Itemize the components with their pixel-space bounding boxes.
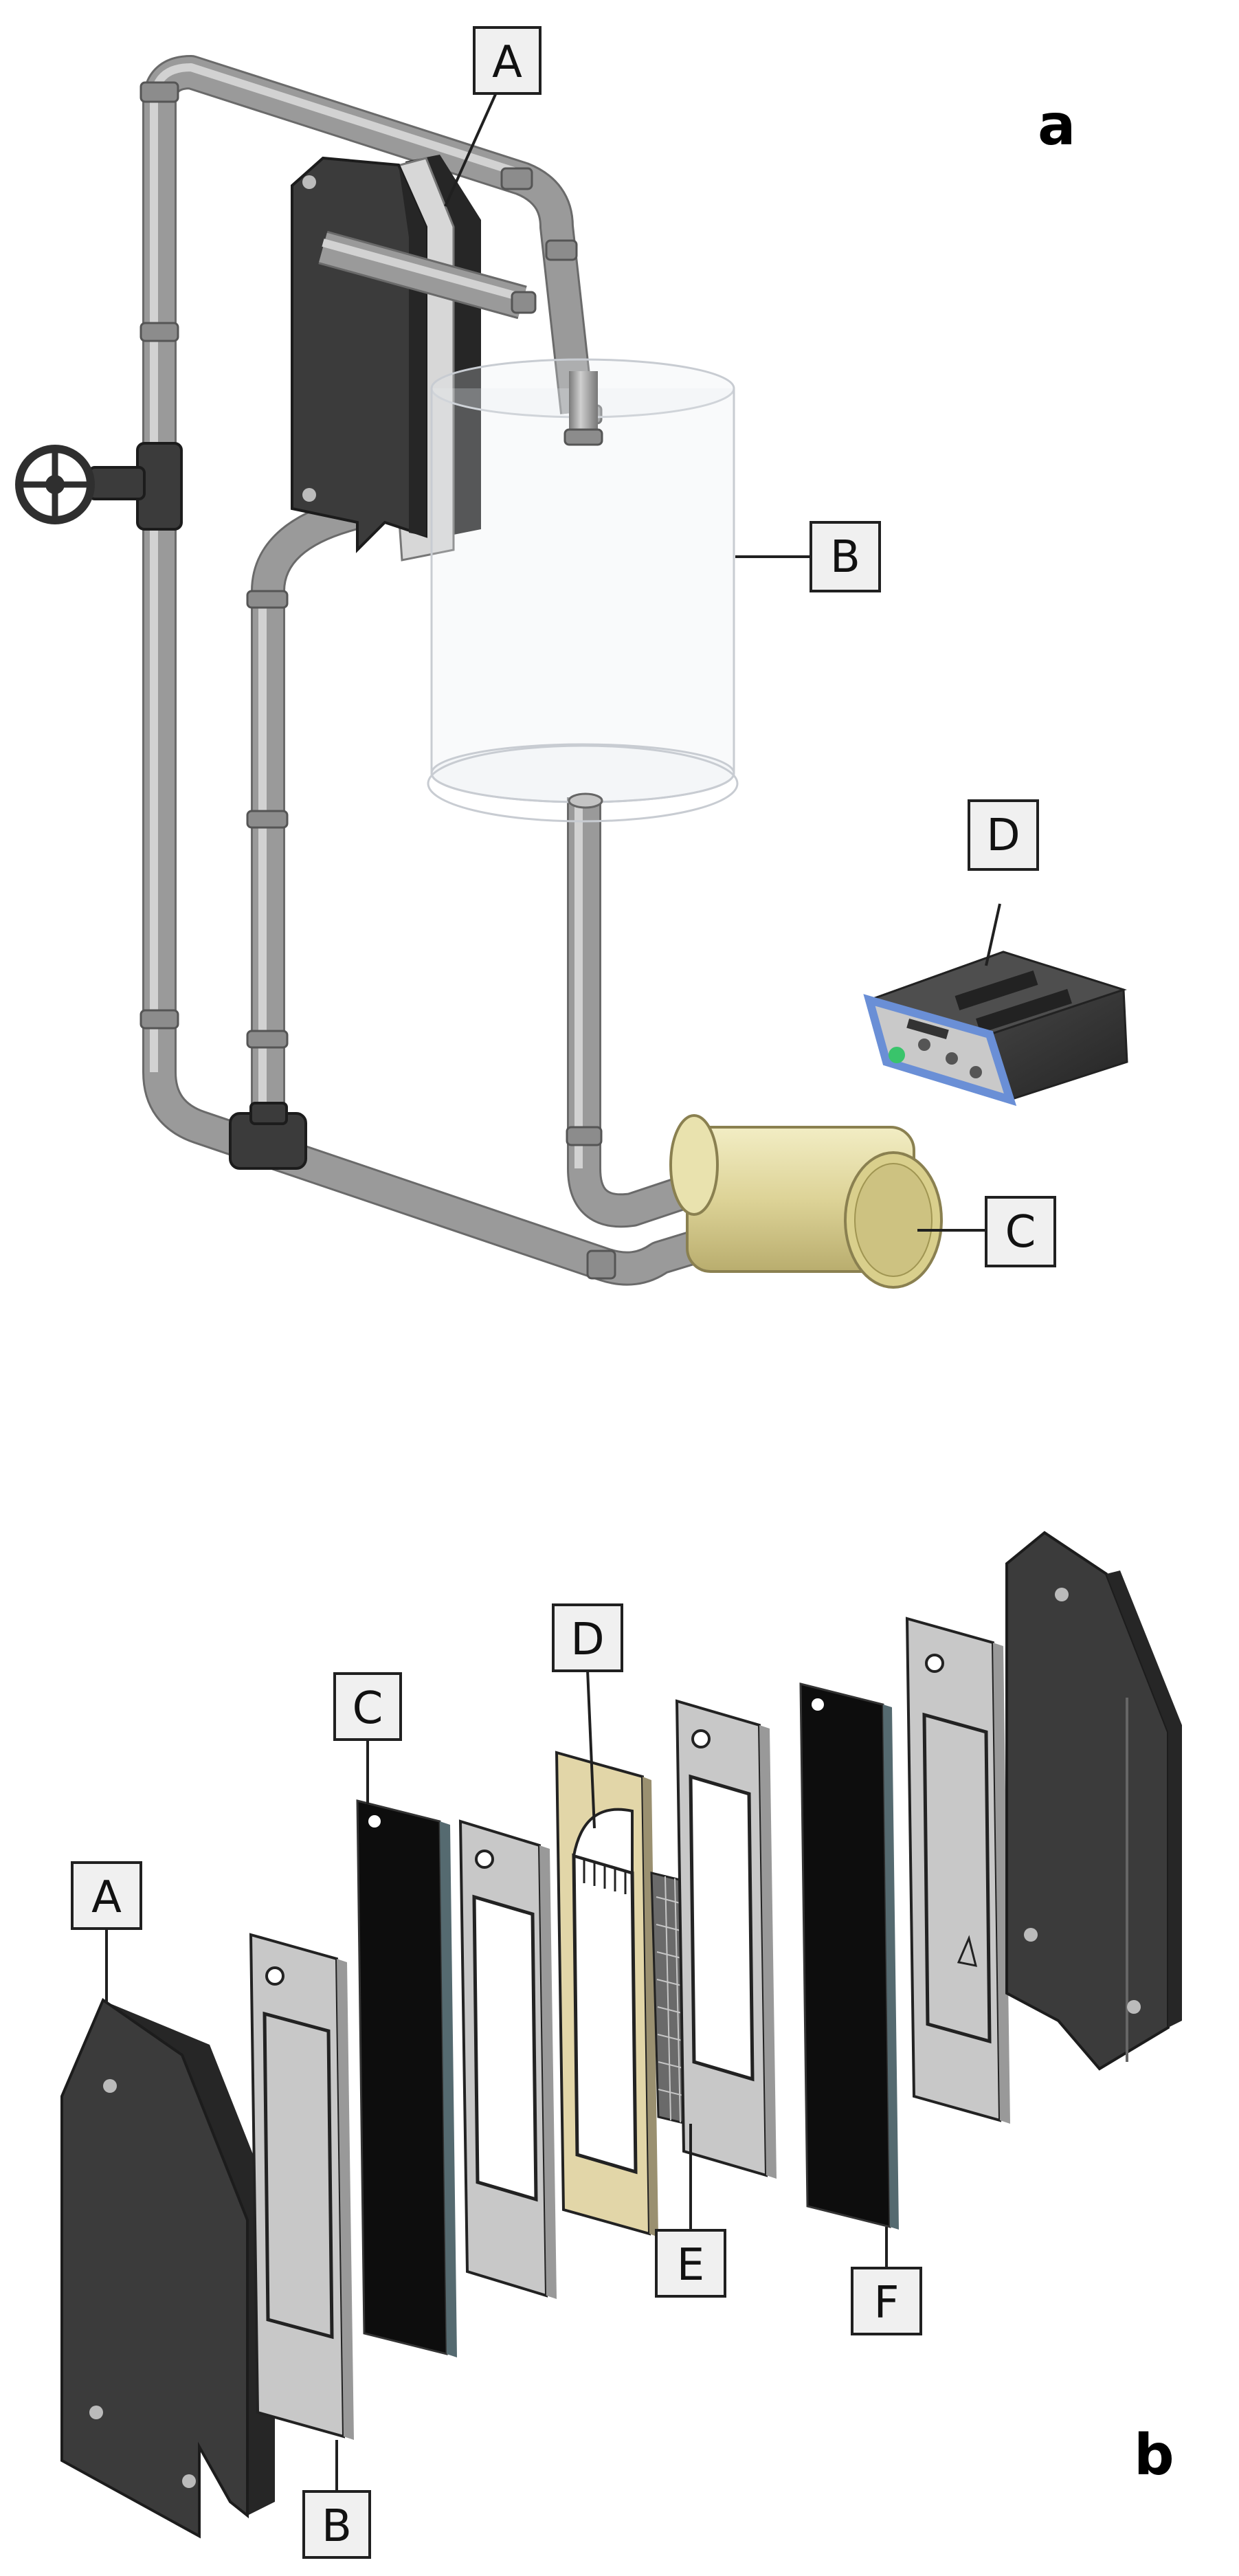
label-b-electrode-f: F	[874, 2278, 900, 2329]
label-b-gasket: B	[322, 2501, 352, 2552]
panel-a-setup: a	[15, 26, 1128, 1289]
label-b-mesh-e: E	[677, 2240, 704, 2291]
gasket-frame-4	[675, 1699, 777, 2179]
panel-b-exploded-stack: b	[60, 1531, 1182, 2559]
gasket-frame-6	[905, 1617, 1010, 2124]
tee-valve	[229, 1102, 307, 1170]
electrode-c	[356, 1799, 457, 2357]
electrode-f	[799, 1683, 899, 2230]
hand-valve	[15, 442, 183, 531]
gasket-frame-2	[458, 1819, 557, 2299]
circulation-pump	[669, 1114, 943, 1289]
piping-loop	[142, 55, 823, 1286]
spacer-frame-d	[555, 1751, 658, 2237]
panel-a-labels: A B C D	[444, 26, 1056, 1267]
panel-a-letter: a	[1038, 93, 1075, 158]
label-b-spacer-d: D	[570, 1614, 604, 1665]
reservoir-tank	[427, 358, 739, 823]
label-a-reactor: A	[492, 37, 522, 88]
label-a-pump: C	[1005, 1207, 1036, 1258]
panel-b-letter: b	[1134, 2423, 1174, 2488]
power-supply	[863, 951, 1128, 1107]
panel-b-labels: A B C D E F	[71, 1603, 922, 2559]
label-a-power-supply: D	[986, 810, 1020, 861]
end-plate-right	[1005, 1531, 1182, 2071]
end-plate-left	[60, 1997, 275, 2539]
reactor-stack	[291, 155, 537, 562]
gasket-b	[249, 1933, 354, 2440]
label-b-electrode-c: C	[353, 1683, 383, 1734]
label-b-end-plate: A	[91, 1872, 122, 1923]
label-a-tank: B	[830, 532, 860, 583]
